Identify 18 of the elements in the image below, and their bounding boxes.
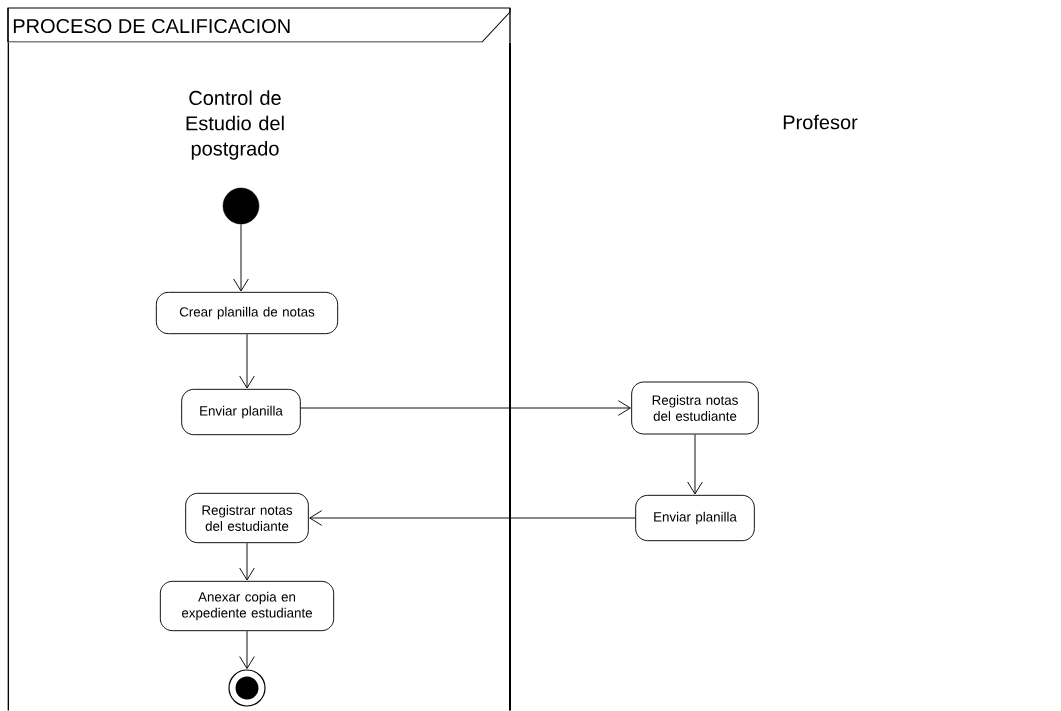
arrow xyxy=(300,400,631,416)
activity-box: Registrar notas del estudiante xyxy=(185,492,309,544)
activity-box: Enviar planilla xyxy=(635,494,755,542)
arrow xyxy=(239,630,255,669)
arrow xyxy=(239,542,255,581)
activity-box: Enviar planilla xyxy=(181,388,301,436)
arrow xyxy=(309,510,636,526)
activity-box: Crear planilla de notas xyxy=(155,291,339,335)
node-label: Profesor xyxy=(783,114,858,130)
end-circle xyxy=(228,669,266,707)
start-circle xyxy=(222,187,260,225)
node-label: Control de Estudio del postgrado xyxy=(186,90,284,160)
arrow xyxy=(239,333,255,389)
activity-box: Anexar copia en expediente estudiante xyxy=(159,580,335,632)
title-tab: PROCESO DE CALIFICACION xyxy=(7,7,511,43)
activity-box: Registra notas del estudiante xyxy=(631,381,759,435)
arrow xyxy=(233,223,249,292)
arrow xyxy=(687,434,703,495)
